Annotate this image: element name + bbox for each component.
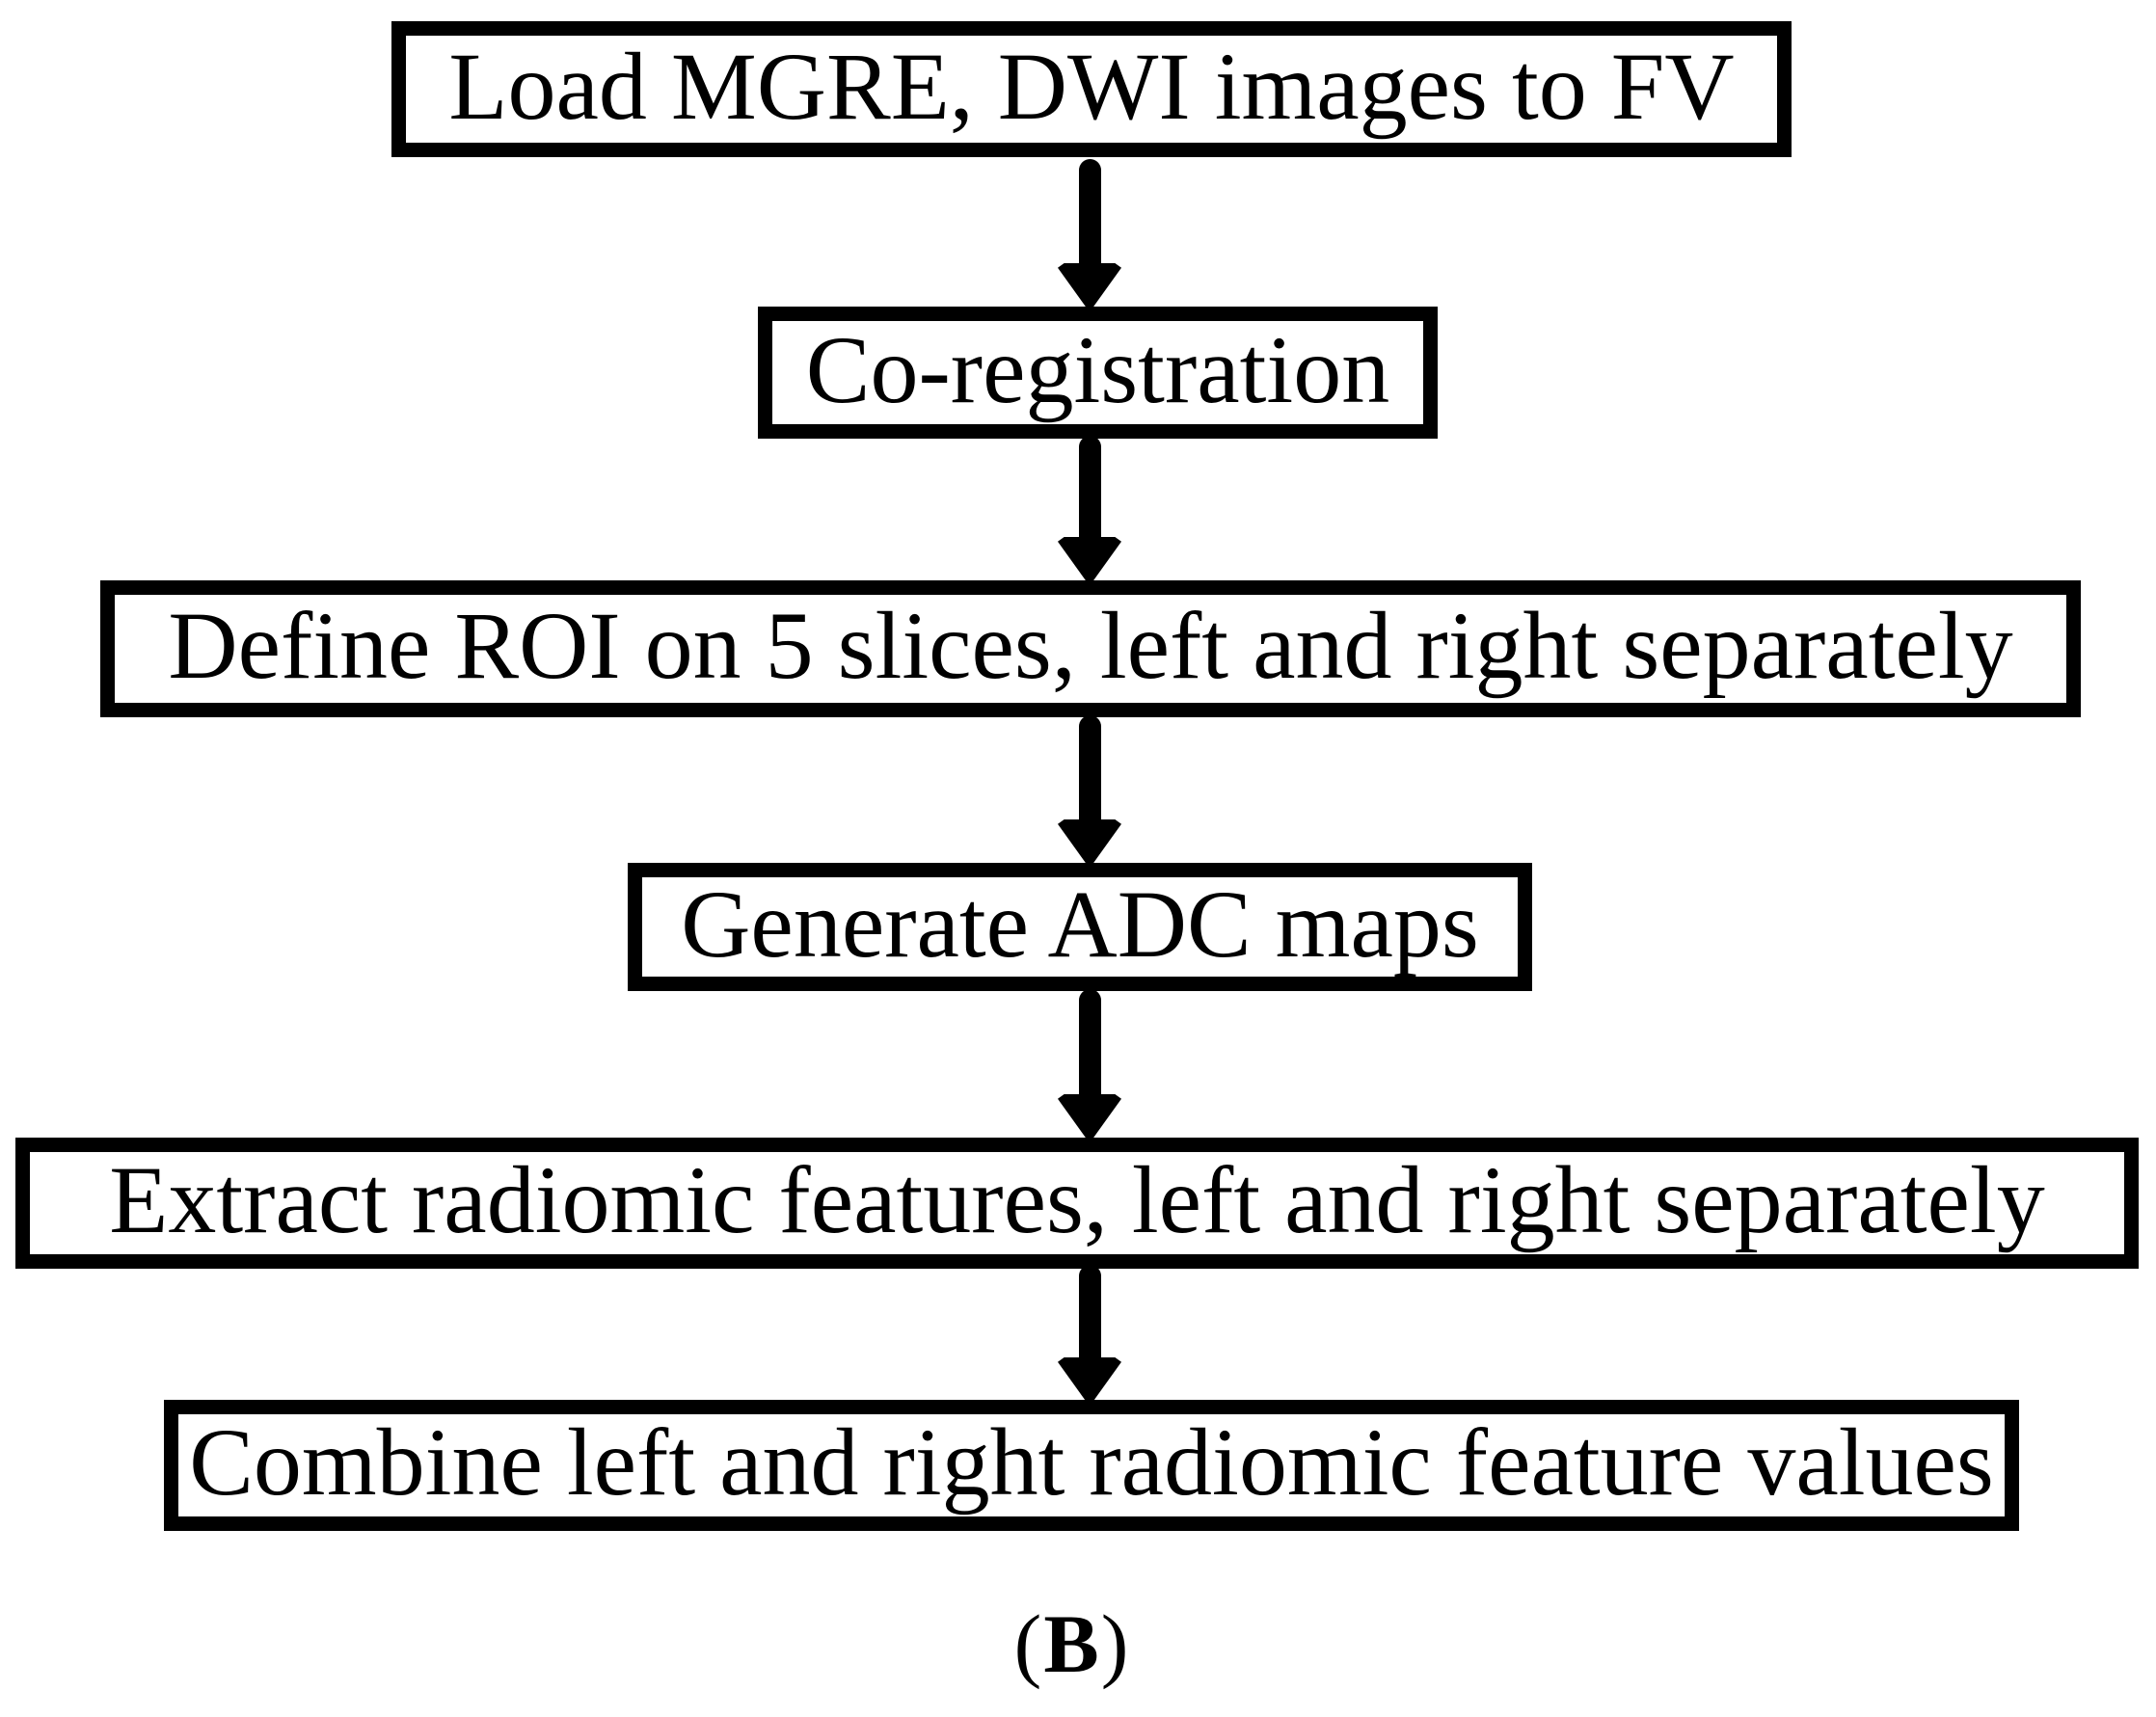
arrow-stem [1078, 989, 1101, 1095]
step-co-registration-label: Co-registration [805, 315, 1390, 423]
caption-open-paren: ( [1013, 1597, 1044, 1690]
arrow-down-icon [1058, 436, 1121, 583]
arrow-stem [1078, 159, 1101, 264]
step-extract-features-box: Extract radiomic features, left and righ… [15, 1138, 2139, 1269]
arrow-head [1058, 263, 1121, 309]
arrow-down-icon [1058, 159, 1121, 309]
step-load-images-box: Load MGRE, DWI images to FV [391, 21, 1792, 157]
arrow-down-icon [1058, 989, 1121, 1140]
figure-caption: (B) [0, 1602, 2144, 1685]
step-extract-features-label: Extract radiomic features, left and righ… [109, 1146, 2045, 1253]
arrow-head [1058, 537, 1121, 583]
caption-close-paren: ) [1100, 1597, 1131, 1690]
caption-panel-letter: B [1043, 1597, 1101, 1690]
step-combine-values-box: Combine left and right radiomic feature … [164, 1400, 2019, 1531]
step-load-images-label: Load MGRE, DWI images to FV [448, 32, 1735, 140]
step-generate-adc-box: Generate ADC maps [628, 863, 1532, 991]
arrow-stem [1078, 436, 1101, 538]
arrow-stem [1078, 715, 1101, 820]
arrow-head [1058, 1357, 1121, 1404]
step-define-roi-label: Define ROI on 5 slices, left and right s… [168, 592, 2013, 699]
step-combine-values-label: Combine left and right radiomic feature … [189, 1408, 1994, 1516]
step-co-registration-box: Co-registration [758, 307, 1438, 439]
step-generate-adc-label: Generate ADC maps [681, 870, 1479, 978]
arrow-down-icon [1058, 1265, 1121, 1404]
arrow-down-icon [1058, 715, 1121, 866]
arrow-head [1058, 819, 1121, 866]
arrow-head [1058, 1094, 1121, 1140]
arrow-stem [1078, 1265, 1101, 1358]
step-define-roi-box: Define ROI on 5 slices, left and right s… [100, 580, 2081, 717]
